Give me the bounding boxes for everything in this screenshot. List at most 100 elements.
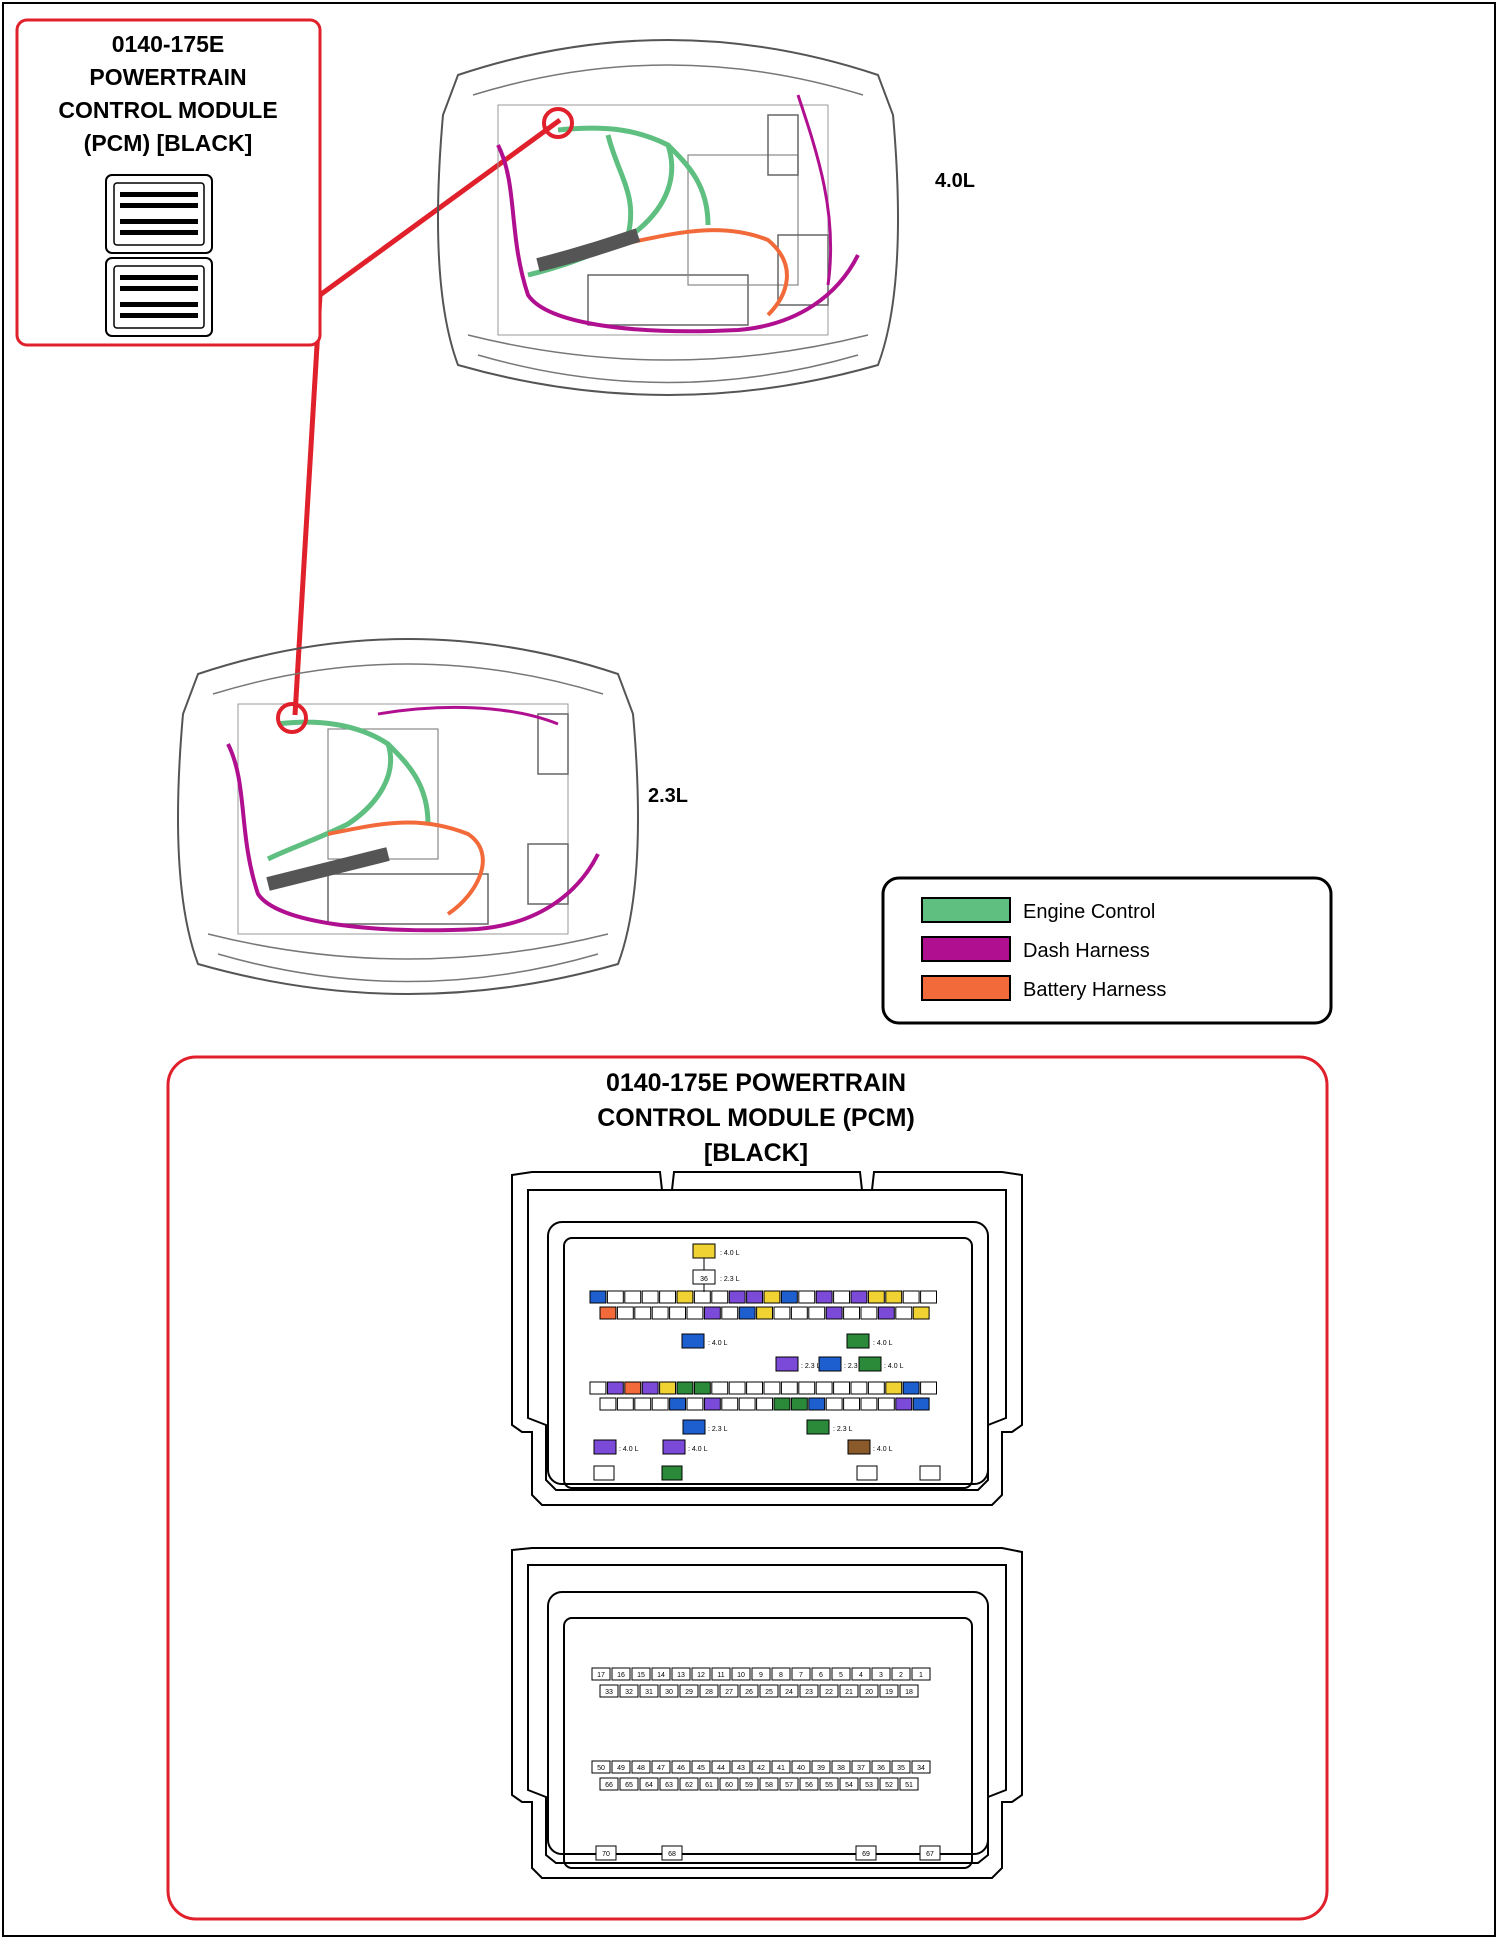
c2-cavity [899,1684,919,1698]
c2-pin-label: 42 [757,1765,765,1772]
c1-cavity [669,1397,686,1411]
callout-tag: : 4.0 L [708,1340,728,1347]
c2-cavity [751,1667,771,1681]
c1-cavity [867,1381,885,1395]
c2-pin-label: 16 [617,1672,625,1679]
c2-pin-label: 17 [597,1672,605,1679]
c1-cavity [780,1290,798,1304]
callout-tag: : 2.3 L [720,1276,740,1283]
c2-pad [595,1845,617,1861]
c1-top-callouts: : 4.0 L 36 : 2.3 L [692,1243,740,1292]
c2-pin-label: 27 [725,1689,733,1696]
c2-cavity [759,1684,779,1698]
c2-cavity [819,1777,839,1791]
c2-cavity [851,1667,871,1681]
c2-pin-label: 54 [845,1782,853,1789]
c2-pad [919,1845,941,1861]
callout-tag: : 4.0 L [619,1446,639,1453]
c2-cavity [899,1777,919,1791]
engine-bay-view-2-3l [177,638,639,995]
c2-pin-label: 10 [737,1672,745,1679]
legend-item-dash-harness: Dash Harness [921,936,1150,962]
c2-pin-label: 20 [865,1689,873,1696]
c1-cavity [616,1397,634,1411]
c2-pad-label: 69 [862,1851,870,1858]
view-label-4-0l: 4.0L [935,170,975,192]
connector-thumbnail-lower [105,257,213,337]
c2-pin-label: 12 [697,1672,705,1679]
callout-tag: : 2.3 L [833,1426,853,1433]
c2-pin-label: 36 [877,1765,885,1772]
c2-pin-label: 3 [879,1672,883,1679]
c1-cavity [746,1381,763,1395]
c2-cavity [799,1777,819,1791]
c1-cavity [867,1290,885,1304]
legend-item-battery-harness: Battery Harness [921,975,1166,1001]
c2-cavity [859,1777,879,1791]
c2-pad-label: 67 [926,1851,934,1858]
c2-cavity [751,1760,771,1774]
c2-pin-label: 33 [605,1689,613,1696]
c1-cavity [606,1381,624,1395]
c2-cavity [651,1667,671,1681]
callout-tag: : 2.3 L [844,1363,864,1370]
c2-cavity [739,1777,759,1791]
c2-pin-label: 47 [657,1765,665,1772]
c2-cavity [719,1684,739,1698]
c2-pin-label: 22 [825,1689,833,1696]
c1-cavity [651,1306,669,1320]
c1-cavity [850,1290,868,1304]
c1-cavity [703,1306,721,1320]
c2-cavity [659,1684,679,1698]
c2-cavity [611,1667,631,1681]
c2-cavity [699,1777,719,1791]
header-line-3: CONTROL MODULE [58,97,277,123]
c2-cavity [879,1684,899,1698]
c2-pin-label: 18 [905,1689,913,1696]
header-line-2: POWERTRAIN [89,64,246,90]
c2-pin-label: 65 [625,1782,633,1789]
c2-pin-label: 25 [765,1689,773,1696]
c1-cavity [641,1381,659,1395]
c1-side-callouts: : 4.0 L : 4.0 L : 2.3 L : 2.3 L : 4.0 L … [593,1333,904,1455]
c1-cavity [780,1381,798,1395]
c2-pin-label: 1 [919,1672,923,1679]
c2-cavity [671,1667,691,1681]
c2-cavity [731,1760,751,1774]
c2-pin-label: 43 [737,1765,745,1772]
c2-pin-label: 41 [777,1765,785,1772]
c2-cavity [779,1684,799,1698]
c1-cavity [676,1381,694,1395]
c1-cavity [711,1290,729,1304]
c2-pin-label: 64 [645,1782,653,1789]
legend-label: Battery Harness [1023,979,1166,1001]
c1-cavity [756,1306,773,1320]
c1-cavity [738,1397,756,1411]
c2-cavity [831,1760,851,1774]
c1-cavity [669,1306,686,1320]
c2-pin-label: 6 [819,1672,823,1679]
c2-pin-label: 2 [899,1672,903,1679]
c2-pin-label: 53 [865,1782,873,1789]
callout-tag: : 4.0 L [688,1446,708,1453]
c1-cavity [721,1397,739,1411]
c1-cavity [912,1306,930,1320]
c2-pin-label: 38 [837,1765,845,1772]
c2-pin-label: 37 [857,1765,865,1772]
c2-pin-label: 62 [685,1782,693,1789]
c1-cavity [763,1381,781,1395]
c1-cavity [703,1397,721,1411]
c1-cavity [912,1397,930,1411]
c2-cavity [839,1684,859,1698]
c1-cavity [599,1397,617,1411]
c1-cavity [825,1397,843,1411]
c1-cavity [624,1381,642,1395]
c2-cavity [871,1667,891,1681]
c1-cavity [920,1290,937,1304]
c2-cavity [911,1760,931,1774]
c2-cavity [659,1777,679,1791]
c1-cavity [676,1290,694,1304]
c2-pin-label: 23 [805,1689,813,1696]
connector-thumbnail-upper [105,174,213,254]
